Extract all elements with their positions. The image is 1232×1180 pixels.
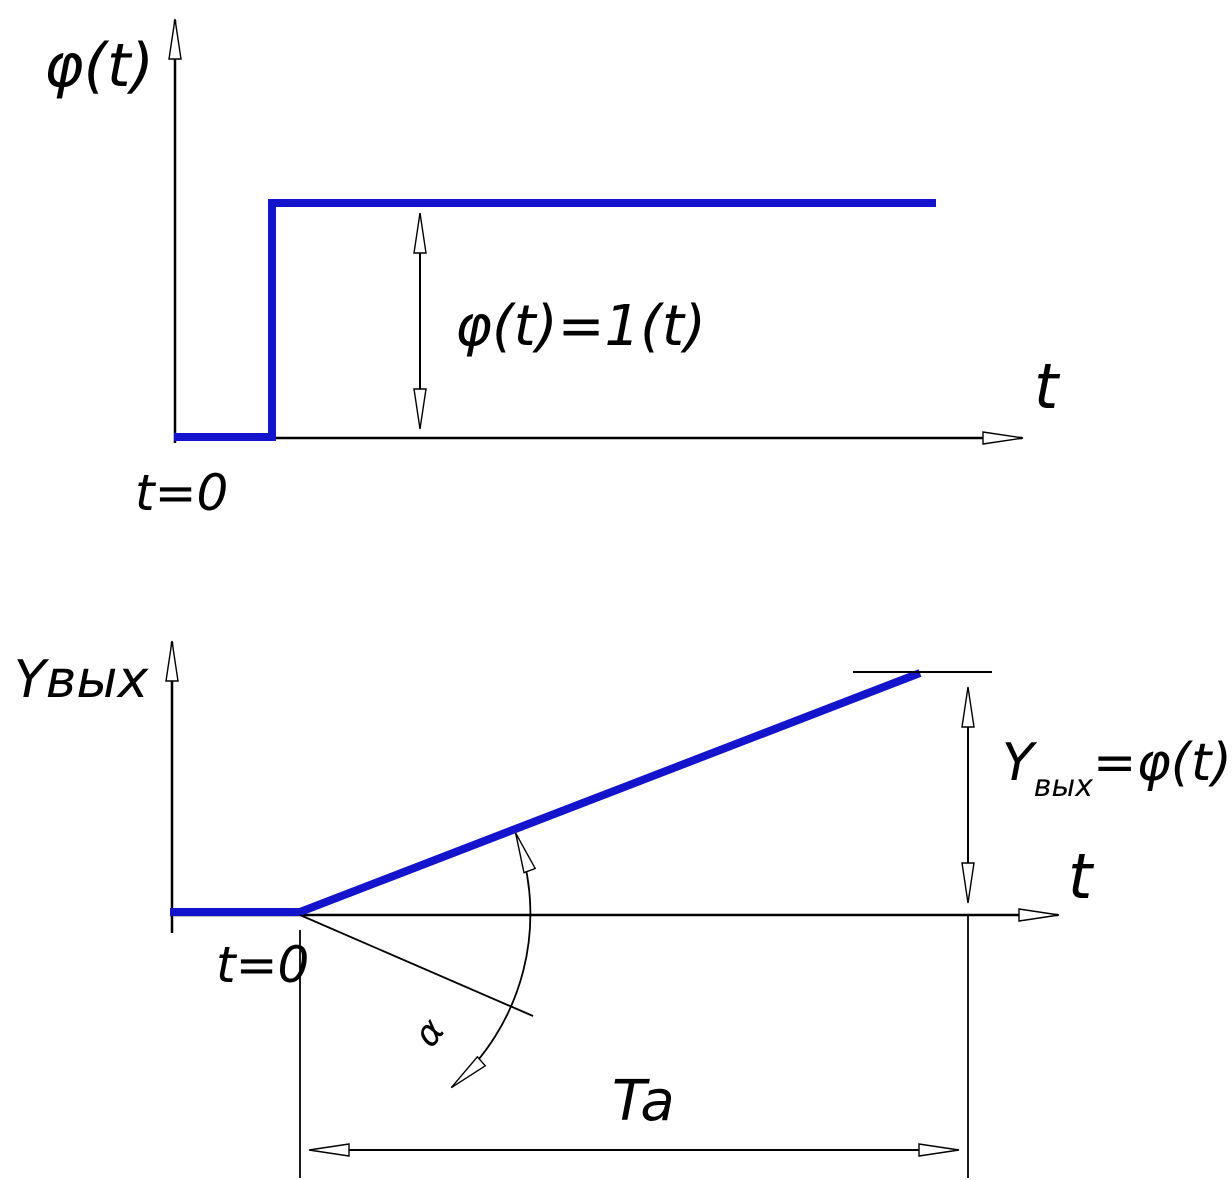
angle-reference-line [299,914,534,1017]
output-equation-main: Y [1002,733,1038,793]
top-chart: φ(t) t φ(t)=1(t) t=0 [44,18,1061,522]
step-equation-label: φ(t)=1(t) [455,294,706,359]
bottom-x-axis-label: t [1068,840,1095,913]
bottom-y-axis-label: Yвых [14,650,149,710]
top-y-axis-label: φ(t) [44,31,154,101]
output-equation-rhs: =φ(t) [1093,733,1232,793]
angle-label: α [406,1011,453,1055]
output-equation-subscript: вых [1034,769,1093,804]
step-signal-curve [174,199,936,441]
bottom-origin-label: t=0 [216,936,309,994]
top-x-axis-label: t [1034,350,1061,423]
ta-label: Ta [612,1069,675,1134]
angle-arc [450,832,537,1089]
output-equation-label: Yвых=φ(t) [1002,733,1232,804]
top-origin-label: t=0 [135,464,228,522]
ramp-signal-curve [170,669,922,916]
bottom-chart: Yвых t t=0 Yвых=φ(t) Ta α [14,640,1232,1178]
